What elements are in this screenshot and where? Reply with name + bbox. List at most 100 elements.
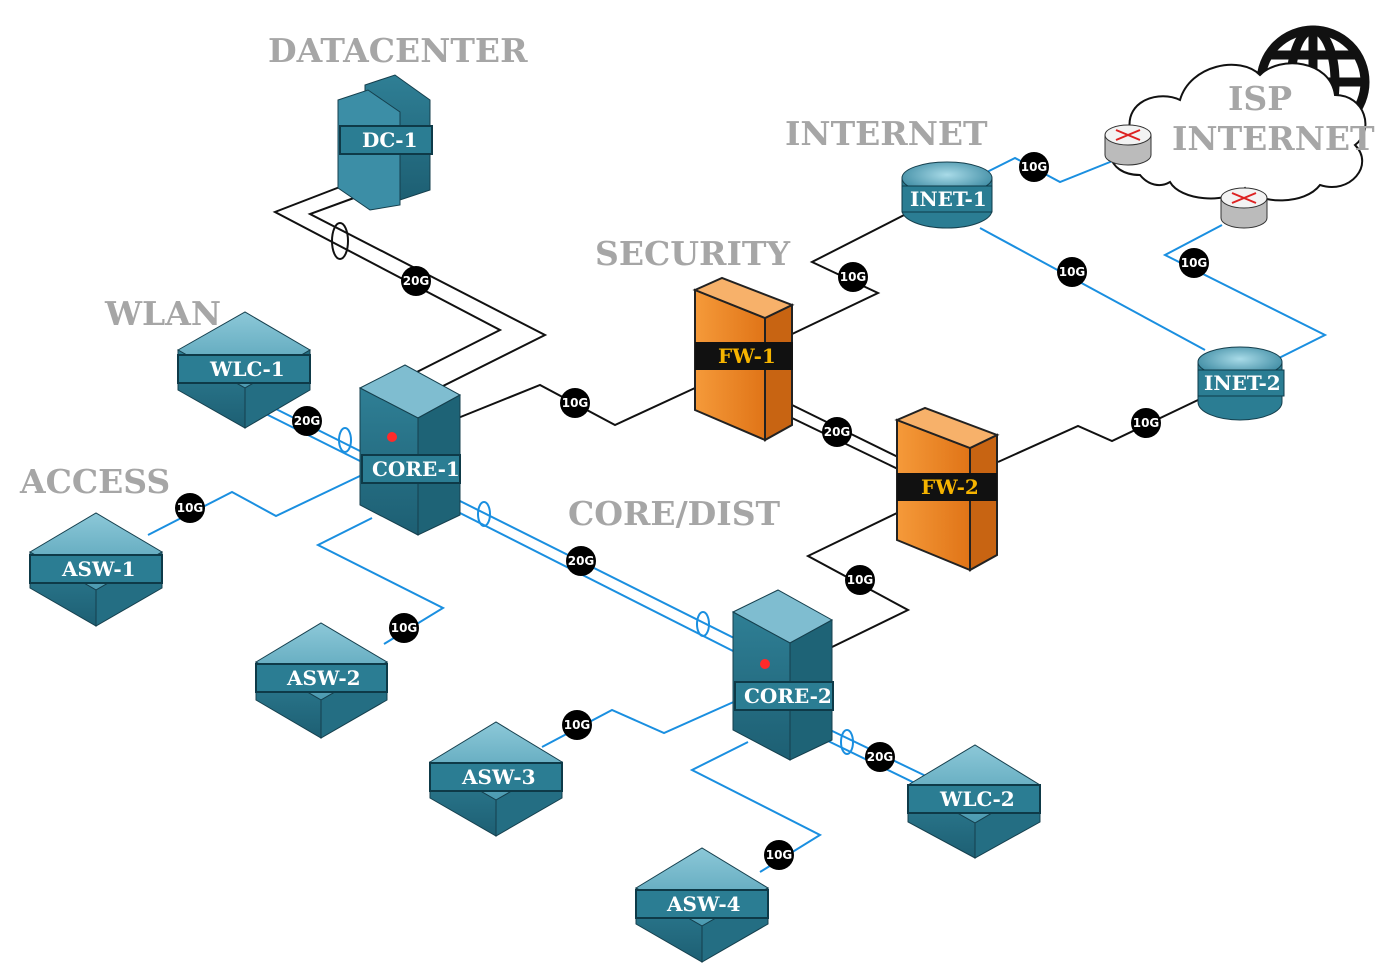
core1-status-icon: [387, 432, 397, 442]
link-dc-core1-a: [272, 184, 503, 379]
inet1-label-bg: [901, 185, 993, 213]
badge-inet1-fw1: 10G: [838, 262, 868, 292]
isp-label-line1: ISP: [1228, 79, 1292, 118]
asw1-label-bg: [29, 554, 163, 584]
asw4-label: ASW-4: [666, 892, 741, 916]
asw1-label: ASW-1: [61, 557, 136, 581]
badge-asw4-core2-text: 10G: [766, 848, 793, 862]
badge-core2-wlc2: 20G: [865, 742, 895, 772]
device-core2[interactable]: CORE-2: [731, 589, 834, 761]
asw2-label: ASW-2: [286, 666, 361, 690]
zone-labels: DATACENTER INTERNET SECURITY WLAN ACCESS…: [19, 31, 988, 533]
badge-core1-core2: 20G: [566, 546, 596, 576]
badge-asw2-core1-text: 10G: [391, 621, 418, 635]
fw1-label: FW-1: [718, 344, 776, 368]
wlc1-label: WLC-1: [209, 357, 285, 381]
asw3-label-bg: [429, 762, 563, 792]
fw2-label: FW-2: [921, 475, 979, 499]
inet1-label: INET-1: [910, 187, 987, 211]
zone-internet: INTERNET: [785, 114, 988, 153]
isp-router-2-icon: [1220, 187, 1268, 229]
device-core1[interactable]: CORE-1: [358, 364, 462, 536]
zone-datacenter: DATACENTER: [268, 31, 528, 70]
badge-core1-fw1-text: 10G: [562, 396, 589, 410]
link-inet1-inet2: [979, 227, 1206, 351]
dc1-label-bg: [339, 125, 433, 155]
wlc1-label-bg: [177, 354, 311, 384]
lag-ring-core-b: [696, 611, 710, 637]
badge-inet1-inet2: 10G: [1057, 257, 1087, 287]
isp-cloud: ISP INTERNET: [1104, 25, 1375, 229]
badge-isp-inet2: 10G: [1179, 248, 1209, 278]
badge-dc-core1: 20G: [401, 266, 431, 296]
core1-label: CORE-1: [372, 457, 460, 481]
badge-wlc1-core1-text: 20G: [294, 414, 321, 428]
device-asw1[interactable]: ASW-1: [29, 512, 163, 627]
badge-asw3-core2-text: 10G: [564, 718, 591, 732]
link-core1-core2-a: [457, 499, 739, 641]
badge-inet1-inet2-text: 10G: [1059, 265, 1086, 279]
link-core1-core2-b: [457, 511, 736, 653]
badge-fw2-core2-text: 10G: [847, 573, 874, 587]
fw2-label-bg: [897, 473, 997, 501]
badge-dc-core1-text: 20G: [403, 274, 430, 288]
link-fw2-inet2: [997, 399, 1199, 463]
lag-ring-wlc2: [840, 729, 854, 755]
asw2-label-bg: [255, 663, 388, 693]
device-fw2[interactable]: FW-2: [894, 406, 1000, 572]
badge-fw1-fw2-text: 20G: [824, 425, 851, 439]
device-wlc1[interactable]: WLC-1: [176, 311, 311, 429]
fw1-label-bg: [695, 342, 793, 370]
device-asw2[interactable]: ASW-2: [255, 622, 388, 739]
inet2-label-bg: [1197, 369, 1285, 397]
device-fw1[interactable]: FW-1: [692, 276, 795, 442]
zone-core-dist: CORE/DIST: [568, 494, 781, 533]
isp-router-1-icon: [1104, 124, 1152, 166]
badge-fw2-inet2-text: 10G: [1133, 416, 1160, 430]
lag-ring-wlc1: [338, 427, 352, 453]
badge-asw3-core2: 10G: [562, 710, 592, 740]
badge-wlc1-core1: 20G: [292, 406, 322, 436]
link-asw2-core1: [315, 517, 446, 645]
device-wlc2[interactable]: WLC-2: [907, 744, 1041, 859]
speed-badges: 20G 10G 10G 10G 10G 10G 20G 10G 20G 10G …: [175, 152, 1209, 870]
zone-wlan: WLAN: [104, 294, 221, 333]
inet2-label: INET-2: [1204, 371, 1281, 395]
device-inet2[interactable]: INET-2: [1197, 346, 1285, 421]
badge-inet1-isp-text: 10G: [1021, 160, 1048, 174]
device-asw3[interactable]: ASW-3: [429, 721, 563, 837]
zone-access: ACCESS: [19, 462, 170, 501]
badge-isp-inet2-text: 10G: [1181, 256, 1208, 270]
badge-core2-wlc2-text: 20G: [867, 750, 894, 764]
link-asw4-core2: [689, 741, 823, 873]
link-isp-inet2: [1162, 224, 1328, 361]
badge-inet1-isp: 10G: [1019, 152, 1049, 182]
badge-fw2-core2: 10G: [845, 565, 875, 595]
badge-asw2-core1: 10G: [389, 613, 419, 643]
badge-fw2-inet2: 10G: [1131, 408, 1161, 438]
badge-inet1-fw1-text: 10G: [840, 270, 867, 284]
badge-asw1-core1: 10G: [175, 493, 205, 523]
device-dc1[interactable]: DC-1: [337, 74, 433, 211]
link-dc-core1-b: [307, 194, 548, 396]
wlc2-label-bg: [907, 784, 1041, 814]
device-asw4[interactable]: ASW-4: [635, 847, 769, 963]
core2-label-bg: [734, 681, 834, 711]
badge-core1-core2-text: 20G: [568, 554, 595, 568]
lag-ring-dc: [331, 222, 349, 260]
badge-asw4-core2: 10G: [764, 840, 794, 870]
isp-label-line2: INTERNET: [1172, 119, 1375, 158]
core1-label-bg: [361, 454, 461, 484]
wlc2-label: WLC-2: [939, 787, 1015, 811]
dc1-label: DC-1: [362, 128, 417, 152]
lag-ring-core-a: [477, 501, 491, 527]
core2-status-icon: [760, 659, 770, 669]
core2-label: CORE-2: [744, 684, 832, 708]
link-wlc1-core1-b: [261, 411, 363, 463]
badge-fw1-fw2: 20G: [822, 417, 852, 447]
asw3-label: ASW-3: [461, 765, 536, 789]
device-inet1[interactable]: INET-1: [901, 161, 993, 229]
asw4-label-bg: [635, 889, 769, 919]
badge-core1-fw1: 10G: [560, 388, 590, 418]
